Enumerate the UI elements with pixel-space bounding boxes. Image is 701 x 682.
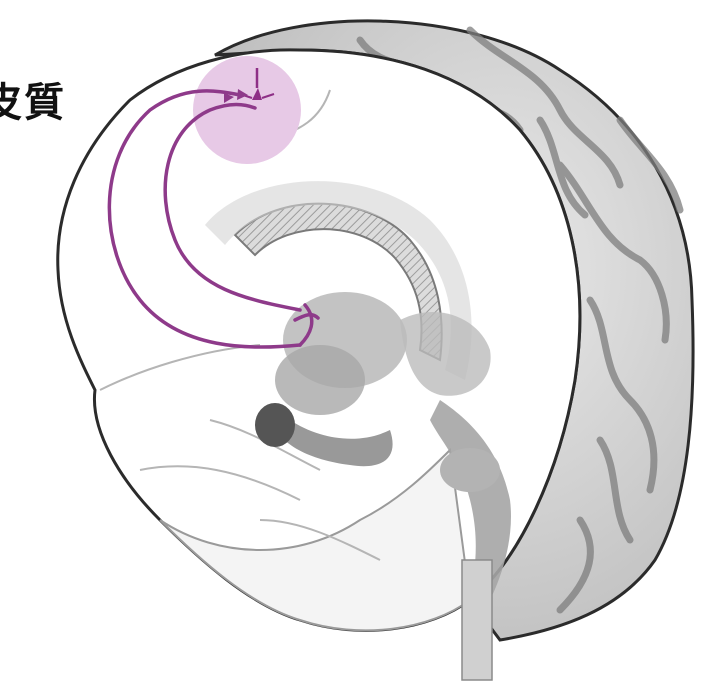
pons bbox=[440, 448, 500, 492]
amygdala bbox=[255, 403, 295, 447]
basal-ganglia bbox=[275, 345, 365, 415]
spinal-cord bbox=[462, 560, 492, 680]
